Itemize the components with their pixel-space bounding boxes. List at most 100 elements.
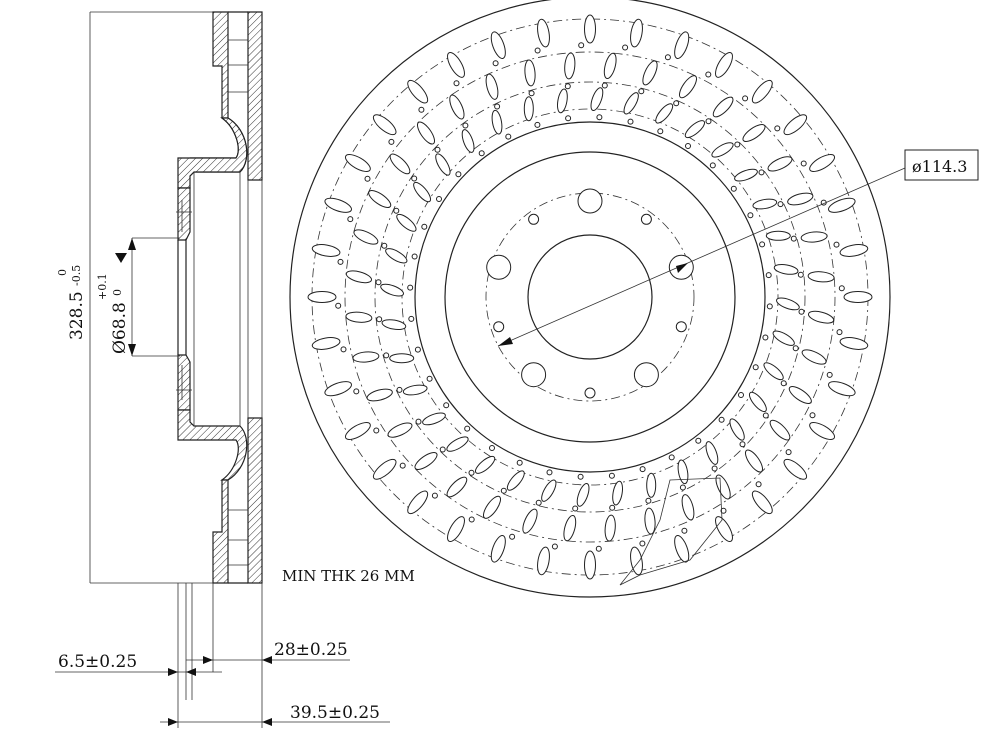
- vent-slot: [783, 114, 808, 136]
- vent-slot: [783, 458, 808, 480]
- drill-hole: [478, 150, 485, 157]
- drill-hole: [766, 303, 773, 310]
- vent-slot: [449, 94, 465, 120]
- drill-hole: [388, 138, 395, 145]
- drill-hole: [436, 196, 442, 202]
- drill-hole: [645, 497, 652, 504]
- outer-tol-lower: -0.5: [70, 265, 83, 286]
- drill-hole: [340, 346, 347, 353]
- drill-hole: [752, 364, 759, 371]
- vent-slot: [765, 230, 791, 241]
- drill-hole: [668, 454, 675, 461]
- vent-slot: [446, 436, 469, 452]
- vent-slot: [368, 189, 392, 209]
- drill-hole: [492, 60, 499, 67]
- drill-hole: [664, 54, 671, 61]
- drill-hole: [500, 487, 507, 494]
- drill-hole: [596, 114, 603, 121]
- drill-hole: [572, 505, 579, 512]
- thickness-dim: 28±0.25: [274, 640, 348, 660]
- drill-hole: [337, 258, 344, 265]
- vent-slot: [767, 156, 793, 172]
- drill-hole: [407, 284, 414, 291]
- vent-slot: [630, 18, 643, 48]
- drill-hole: [408, 315, 415, 322]
- vent-slot: [773, 264, 799, 275]
- vent-slot: [809, 422, 836, 440]
- drill-hole: [516, 459, 523, 466]
- vent-slot: [372, 114, 397, 136]
- drill-hole: [453, 80, 460, 87]
- drill-hole: [695, 437, 702, 444]
- drill-hole: [373, 427, 380, 434]
- drill-hole: [381, 242, 388, 249]
- vent-slot: [537, 18, 550, 48]
- vent-slots: [307, 14, 873, 580]
- vent-slot: [674, 535, 690, 563]
- vent-slot: [307, 291, 337, 303]
- drill-hole: [798, 308, 805, 315]
- vent-slot: [642, 60, 658, 86]
- vent-slot: [416, 121, 436, 145]
- vent-slot: [576, 483, 590, 507]
- drill-hole: [426, 375, 433, 382]
- drill-hole: [800, 160, 807, 167]
- vent-slot: [752, 198, 778, 210]
- vent-slot: [522, 508, 538, 534]
- drill-hole: [797, 271, 804, 278]
- outer-tol-upper: 0: [56, 269, 69, 276]
- drill-hole: [535, 499, 542, 506]
- drill-hole: [758, 169, 765, 176]
- vent-slot: [563, 514, 577, 542]
- vent-slot: [655, 103, 674, 124]
- drill-hole: [443, 402, 450, 409]
- drill-hole: [780, 380, 787, 387]
- vent-slot: [407, 490, 429, 515]
- lug-hole: [521, 362, 547, 388]
- drill-hole: [489, 445, 495, 451]
- vent-slot: [389, 353, 415, 364]
- vent-slot: [748, 391, 767, 413]
- drill-hole: [720, 507, 727, 514]
- drill-hole: [709, 162, 716, 169]
- vent-slot: [381, 319, 407, 330]
- drill-hole: [673, 100, 680, 107]
- drill-hole: [836, 329, 843, 336]
- drill-hole: [639, 540, 646, 547]
- drill-hole: [353, 388, 360, 395]
- vent-slot: [584, 14, 596, 44]
- drill-hole: [755, 481, 762, 488]
- vent-slot: [485, 73, 499, 100]
- vent-slot: [800, 231, 828, 243]
- vent-slot: [387, 422, 413, 438]
- vent-slot: [772, 330, 795, 346]
- drill-hole: [364, 175, 371, 182]
- drill-hole: [762, 334, 769, 341]
- vent-slot: [482, 495, 502, 519]
- vent-slot: [402, 384, 428, 396]
- drill-hole: [418, 106, 425, 113]
- vent-slot: [715, 51, 733, 78]
- vent-slot: [678, 75, 698, 99]
- vent-slot: [474, 455, 496, 474]
- vent-slot: [541, 479, 557, 502]
- drill-hole: [375, 279, 382, 286]
- vent-slot: [557, 88, 568, 114]
- vent-slot: [389, 153, 411, 175]
- vent-slot: [807, 310, 835, 324]
- vent-slot: [414, 451, 438, 471]
- vent-slot: [506, 470, 525, 491]
- drill-hole: [809, 412, 816, 419]
- drill-hole: [638, 88, 645, 95]
- locator-hole: [528, 213, 540, 225]
- drill-hole: [759, 241, 766, 248]
- drill-hole: [462, 122, 469, 129]
- drill-hole: [622, 44, 629, 51]
- drill-hole: [595, 545, 602, 552]
- vent-slot: [396, 213, 417, 232]
- vent-slot: [385, 248, 408, 264]
- vent-slot: [751, 79, 773, 104]
- vent-slot: [715, 516, 733, 543]
- drill-hole: [681, 527, 688, 534]
